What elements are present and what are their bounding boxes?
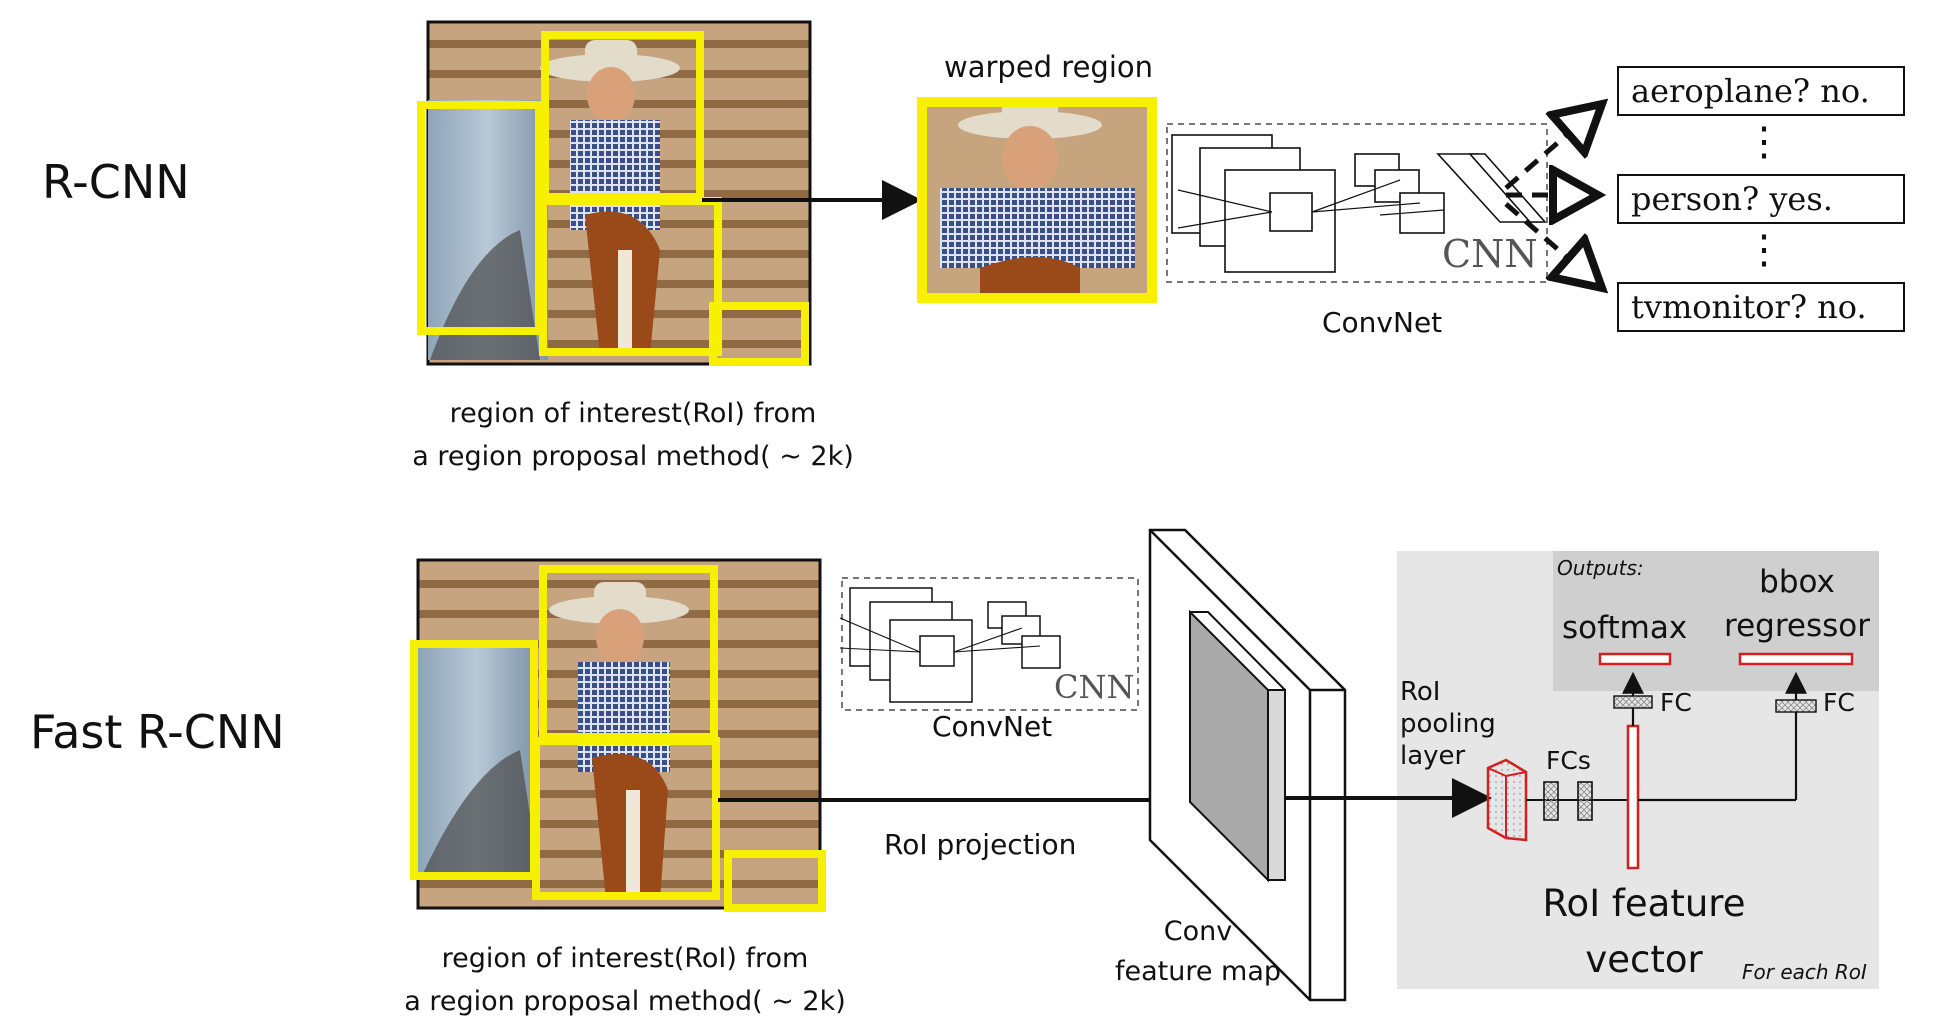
fast-rcnn-caption-line2: a region proposal method( ~ 2k) (404, 986, 846, 1017)
for-each-roi-label: For each RoI (1742, 960, 1867, 984)
fast-rcnn-caption: region of interest(RoI) from a region pr… (370, 937, 880, 1023)
output-aeroplane: aeroplane? no. (1617, 66, 1905, 116)
rcnn-caption: region of interest(RoI) from a region pr… (378, 392, 888, 478)
warped-region-label: warped region (944, 50, 1154, 84)
fast-rcnn-title: Fast R-CNN (30, 705, 285, 759)
output-person: person? yes. (1617, 174, 1905, 224)
fast-rcnn-cnn-label: CNN (1054, 668, 1135, 706)
softmax-bar (1598, 652, 1672, 666)
fast-rcnn-convnet-label: ConvNet (932, 710, 1053, 743)
fc-branches (1622, 671, 1807, 802)
roi-pooling-label: RoI pooling layer (1400, 676, 1496, 772)
bbox-line2: regressor (1724, 608, 1870, 644)
ellipsis-1: ⋮ (1744, 120, 1784, 164)
rcnn-proposal-boxes (417, 31, 809, 366)
outputs-label: Outputs: (1557, 556, 1644, 580)
fast-rcnn-proposal-boxes (410, 565, 826, 912)
fcs-layers (1526, 781, 1630, 821)
roi-feature-vector-bar (1626, 724, 1640, 870)
rcnn-convnet (1166, 123, 1548, 283)
softmax-label: softmax (1562, 610, 1688, 646)
rcnn-title: R-CNN (42, 155, 190, 209)
rcnn-caption-line2: a region proposal method( ~ 2k) (412, 441, 854, 472)
roi-pooling-line2: pooling (1400, 709, 1496, 739)
fast-rcnn-convnet (839, 577, 1139, 711)
conv-feature-map-label: Conv feature map (1088, 912, 1308, 992)
roi-pooling-layer (1486, 758, 1528, 842)
conv-feature-map (1148, 528, 1347, 1002)
warped-region-image (917, 97, 1157, 303)
fcs-label: FCs (1546, 746, 1591, 775)
roi-projection-label: RoI projection (884, 828, 1077, 861)
rcnn-caption-line1: region of interest(RoI) from (449, 398, 817, 429)
fc-bbox (1775, 699, 1817, 713)
rcnn-convnet-label: ConvNet (1322, 306, 1443, 339)
conv-label-line1: Conv (1163, 916, 1233, 947)
fc-softmax-label: FC (1660, 688, 1692, 717)
bbox-regressor-label: bbox regressor (1712, 560, 1882, 648)
roi-feature-vector-label: RoI feature vector (1504, 876, 1784, 988)
bbox-line1: bbox (1759, 564, 1835, 600)
rcnn-cnn-label: CNN (1442, 232, 1538, 276)
fc-softmax (1613, 695, 1653, 709)
bbox-bar (1738, 652, 1854, 666)
fc-bbox-label: FC (1823, 688, 1855, 717)
output-tvmonitor: tvmonitor? no. (1617, 282, 1905, 332)
rcnn-output-arrows (1504, 104, 1602, 288)
roi-pooling-line3: layer (1400, 741, 1466, 771)
roi-pooling-line1: RoI (1400, 677, 1441, 707)
fast-rcnn-caption-line1: region of interest(RoI) from (441, 943, 809, 974)
feature-vector-line2: vector (1585, 938, 1703, 981)
ellipsis-2: ⋮ (1744, 228, 1784, 272)
outputs-panel (1553, 551, 1879, 691)
conv-label-line2: feature map (1114, 956, 1282, 987)
feature-vector-line1: RoI feature (1542, 882, 1746, 925)
